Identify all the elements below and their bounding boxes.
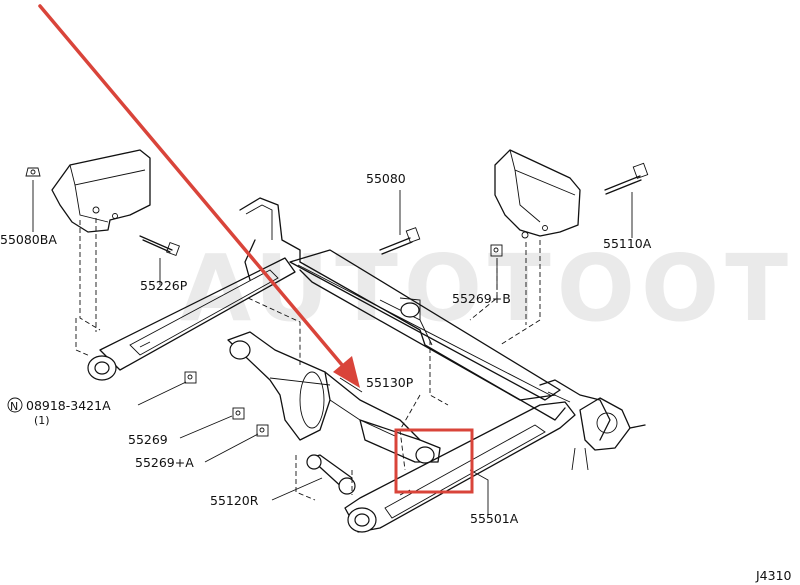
label-08918: 08918-3421A xyxy=(26,398,111,413)
highlight-box xyxy=(394,428,474,494)
bolt-55080ba xyxy=(25,167,41,232)
red-arrow-shaft xyxy=(38,4,350,374)
nut-symbol: N xyxy=(10,400,18,413)
nut-55269a xyxy=(256,424,269,437)
nut-symbol-circle xyxy=(7,397,23,413)
callout-labels: 55080BA 55226P 55080 55110A 55269+B 5513… xyxy=(0,171,792,583)
label-55130p: 55130P xyxy=(366,375,414,390)
bolt-55110a xyxy=(604,162,649,238)
bolt-55226p xyxy=(139,235,180,256)
label-55269b: 55269+B xyxy=(452,291,511,306)
label-55080ba: 55080BA xyxy=(0,232,57,247)
label-55269: 55269 xyxy=(128,432,168,447)
right-body-bracket xyxy=(494,149,581,239)
nut-08918 xyxy=(184,371,197,384)
label-55110a: 55110A xyxy=(603,236,652,251)
label-55120r: 55120R xyxy=(210,493,259,508)
lower-arm-55501a xyxy=(344,401,576,533)
label-55226p: 55226P xyxy=(140,278,188,293)
left-trailing-link xyxy=(87,257,296,381)
label-55269a: 55269+A xyxy=(135,455,194,470)
link-55120r xyxy=(306,454,356,495)
red-arrow xyxy=(38,4,360,388)
nut-55269b xyxy=(490,244,503,257)
nut-55269 xyxy=(232,407,245,420)
lateral-link xyxy=(359,419,441,464)
label-08918-qty: (1) xyxy=(34,414,50,427)
diagram-code: J4310 xyxy=(755,568,792,583)
bolt-55080 xyxy=(379,190,421,255)
red-arrow-head xyxy=(333,356,360,388)
left-body-bracket xyxy=(51,149,151,233)
leader-lines xyxy=(137,258,498,516)
label-55501a: 55501A xyxy=(470,511,519,526)
watermark-text: AUTOTOOT xyxy=(180,235,794,342)
suspension-member xyxy=(239,197,646,471)
label-55080: 55080 xyxy=(366,171,406,186)
